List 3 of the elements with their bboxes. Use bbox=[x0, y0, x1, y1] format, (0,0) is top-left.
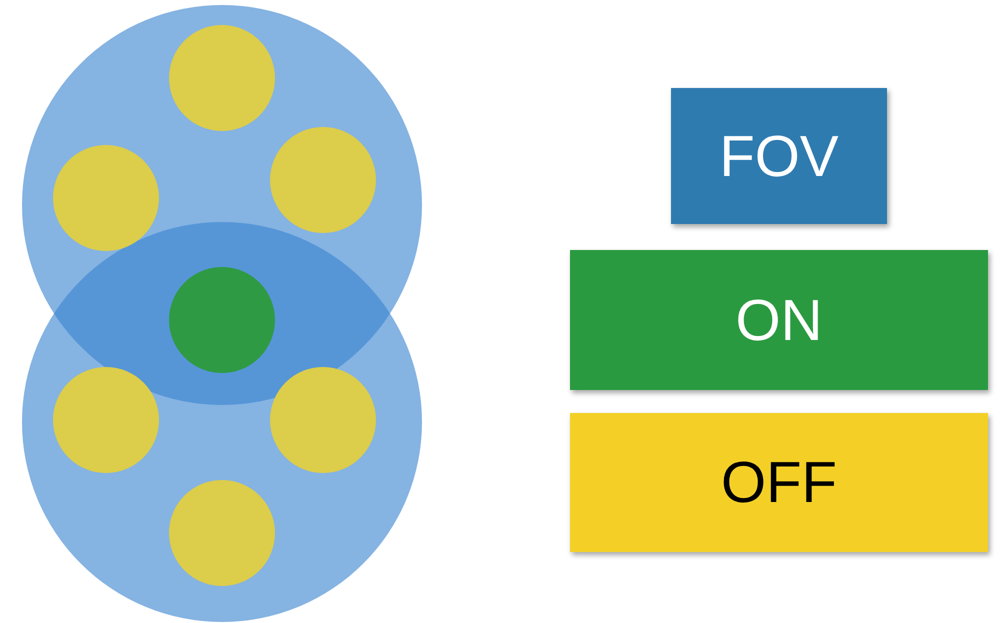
legend-label: ON bbox=[736, 286, 822, 354]
legend-label: FOV bbox=[719, 122, 839, 190]
legend-label: OFF bbox=[721, 449, 837, 516]
